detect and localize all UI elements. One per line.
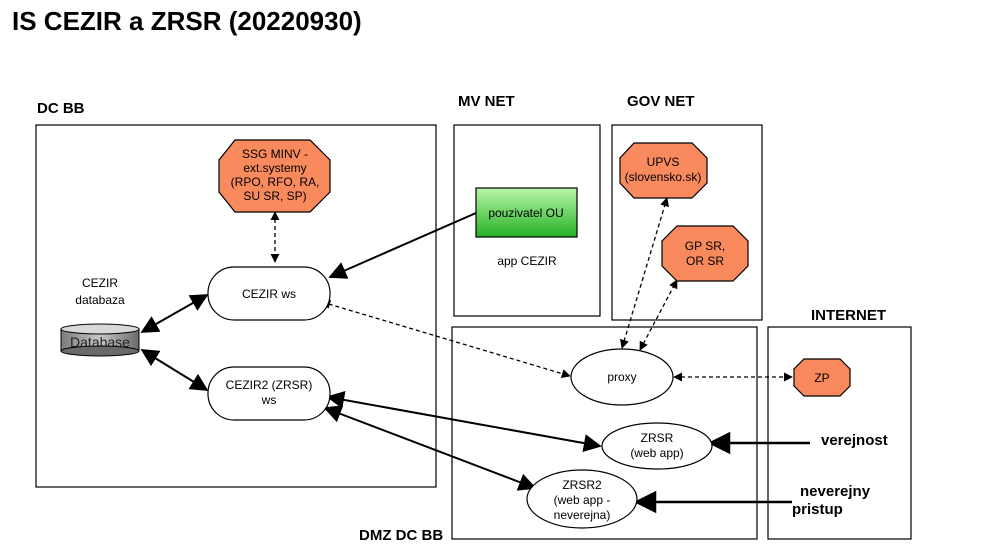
zone-label-dmz-dc-bb: DMZ DC BB bbox=[359, 527, 443, 544]
node-zrsr2: ZRSR2 (web app - neverejna) bbox=[526, 469, 638, 529]
node-cezir-ws: CEZIR ws bbox=[207, 266, 331, 321]
connector-cezir2-ws-zrsr2 bbox=[323, 405, 537, 491]
svg-text:ZRSR: ZRSR bbox=[641, 431, 674, 445]
svg-text:UPVS: UPVS bbox=[647, 155, 680, 169]
node-cezir2-ws: CEZIR2 (ZRSR) ws bbox=[207, 366, 331, 421]
svg-text:(slovensko.sk): (slovensko.sk) bbox=[625, 170, 702, 184]
svg-text:proxy: proxy bbox=[607, 370, 636, 384]
connector-cezir2-ws-zrsr bbox=[326, 391, 602, 452]
svg-text:ws: ws bbox=[261, 393, 277, 407]
svg-text:GP SR,: GP SR, bbox=[685, 239, 725, 253]
zone-label-internet: INTERNET bbox=[811, 307, 886, 324]
node-zrsr: ZRSR (web app) bbox=[601, 422, 713, 470]
svg-text:(web app): (web app) bbox=[630, 446, 683, 460]
actor-verejnost: verejnost bbox=[821, 432, 888, 449]
database-label: Database bbox=[70, 334, 130, 350]
svg-text:SSG MINV -: SSG MINV - bbox=[242, 147, 308, 161]
actor-neverejny-line1: neverejny bbox=[800, 483, 871, 500]
zone-label-gov-net: GOV NET bbox=[627, 93, 695, 110]
database-icon: Database bbox=[60, 323, 140, 357]
connector-pouzivatel-cezir-ws bbox=[328, 212, 477, 279]
node-ssg-minv: SSG MINV - ext.systemy (RPO, RFO, RA, SU… bbox=[218, 139, 331, 213]
svg-text:pouzivatel OU: pouzivatel OU bbox=[488, 206, 563, 220]
svg-text:CEZIR ws: CEZIR ws bbox=[242, 287, 296, 301]
svg-text:ZRSR2: ZRSR2 bbox=[562, 478, 602, 492]
connector-proxy-gp bbox=[639, 279, 678, 351]
cezir-db-label-line2: databaza bbox=[75, 293, 125, 307]
node-zp: ZP bbox=[793, 358, 851, 397]
connector-database-cezir2-ws bbox=[140, 349, 209, 391]
svg-text:neverejna): neverejna) bbox=[554, 508, 611, 522]
node-gp-sr: GP SR, OR SR bbox=[661, 225, 749, 282]
node-upvs: UPVS (slovensko.sk) bbox=[619, 142, 708, 199]
zone-label-mv-net: MV NET bbox=[458, 93, 515, 110]
page-title: IS CEZIR a ZRSR (20220930) bbox=[12, 6, 362, 36]
zone-internet bbox=[767, 326, 912, 540]
app-cezir-label: app CEZIR bbox=[497, 254, 557, 268]
svg-text:OR SR: OR SR bbox=[686, 254, 724, 268]
svg-text:CEZIR2 (ZRSR): CEZIR2 (ZRSR) bbox=[226, 378, 313, 392]
node-proxy: proxy bbox=[570, 348, 674, 406]
svg-text:ext.systemy: ext.systemy bbox=[243, 161, 306, 175]
svg-text:SU SR, SP): SU SR, SP) bbox=[243, 189, 306, 203]
cezir-db-label-line1: CEZIR bbox=[82, 276, 118, 290]
connector-cezir-ws-proxy bbox=[321, 299, 571, 379]
connector-cezir-ws-database bbox=[140, 294, 209, 333]
svg-text:ZP: ZP bbox=[814, 371, 829, 385]
zone-gov-net bbox=[611, 124, 763, 321]
connector-proxy-upvs bbox=[619, 197, 670, 349]
actor-neverejny-line2: pristup bbox=[792, 501, 843, 518]
svg-text:(web app -: (web app - bbox=[554, 493, 611, 507]
svg-text:(RPO, RFO, RA,: (RPO, RFO, RA, bbox=[231, 175, 320, 189]
zone-label-dc-bb: DC BB bbox=[37, 100, 85, 117]
node-pouzivatel-ou: pouzivatel OU bbox=[475, 187, 578, 238]
